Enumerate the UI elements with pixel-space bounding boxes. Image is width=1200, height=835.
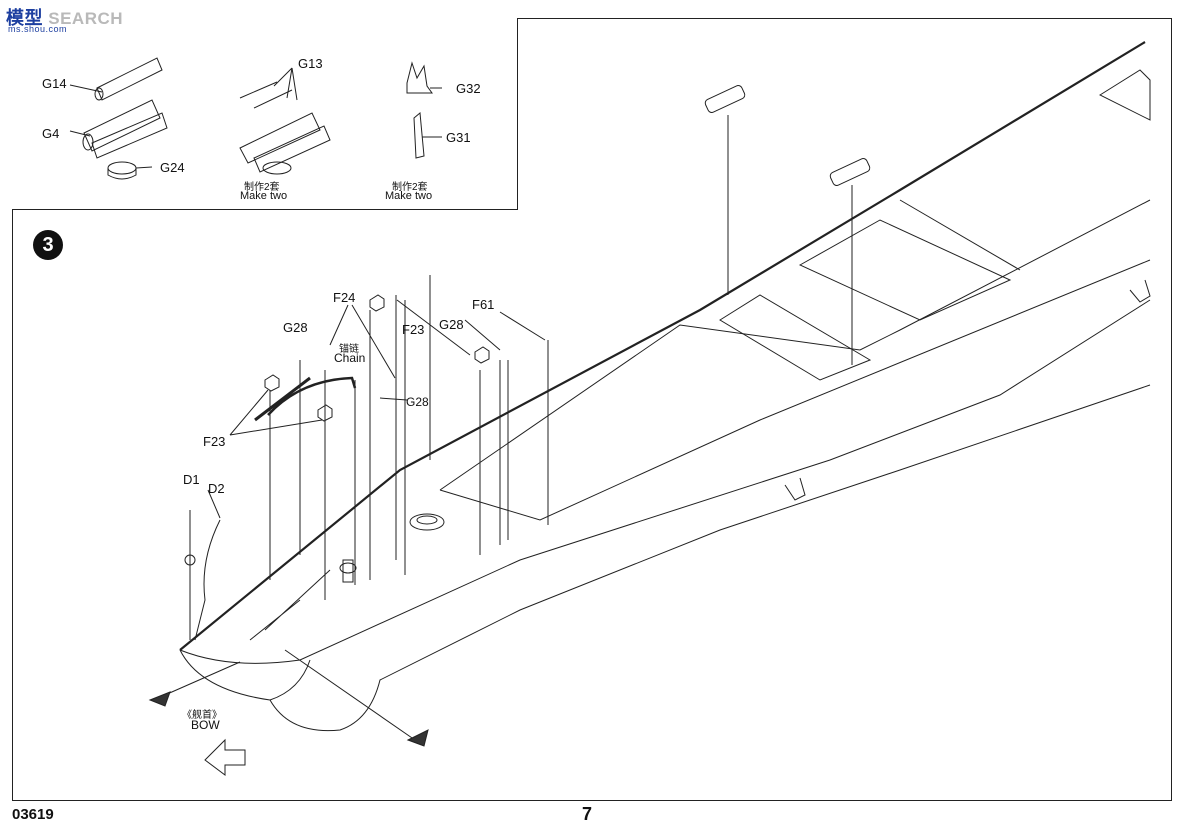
make-two-cn-1: 制作2套	[244, 182, 280, 193]
callout-chain-cn: 锚链	[339, 344, 359, 355]
page-number: 7	[582, 804, 593, 824]
part-label-g24: G24	[160, 160, 185, 175]
callout-d2: D2	[208, 481, 225, 496]
watermark-logo: 模型 SEARCH ms.shou.com	[6, 4, 124, 34]
bow-label-en: BOW	[191, 718, 220, 732]
watermark-brand: 模型	[6, 8, 43, 28]
part-label-g32: G32	[456, 81, 481, 96]
step-number-badge: 3	[33, 230, 63, 260]
callout-g28-a: G28	[283, 320, 308, 335]
part-label-g14: G14	[42, 76, 67, 91]
callout-g28-b: G28	[439, 317, 464, 332]
watermark-sub: ms.shou.com	[8, 24, 68, 34]
callout-g28-c: G28	[406, 395, 429, 409]
make-two-en-2: Make two	[385, 190, 433, 202]
watermark-text: SEARCH	[48, 9, 124, 28]
part-label-g4: G4	[42, 126, 60, 141]
part-label-g31: G31	[446, 130, 471, 145]
callout-f24: F24	[333, 290, 356, 305]
callout-f23-a: F23	[402, 322, 425, 337]
callout-d1: D1	[183, 472, 200, 487]
inset-panel: G14 G4 G24 G13 G32 G31 制作2套 Make two 制作2…	[12, 18, 518, 210]
part-label-g13: G13	[298, 56, 323, 71]
make-two-en-1: Make two	[240, 190, 288, 202]
callout-chain-en: Chain	[334, 351, 366, 365]
callout-f23-b: F23	[203, 434, 226, 449]
inset-drawing	[69, 57, 442, 180]
bow-label-cn: 《舰首》	[182, 710, 222, 721]
make-two-cn-2: 制作2套	[392, 182, 428, 193]
callout-f61: F61	[472, 297, 495, 312]
page-frame	[12, 18, 1172, 801]
product-code: 03619	[12, 806, 54, 823]
